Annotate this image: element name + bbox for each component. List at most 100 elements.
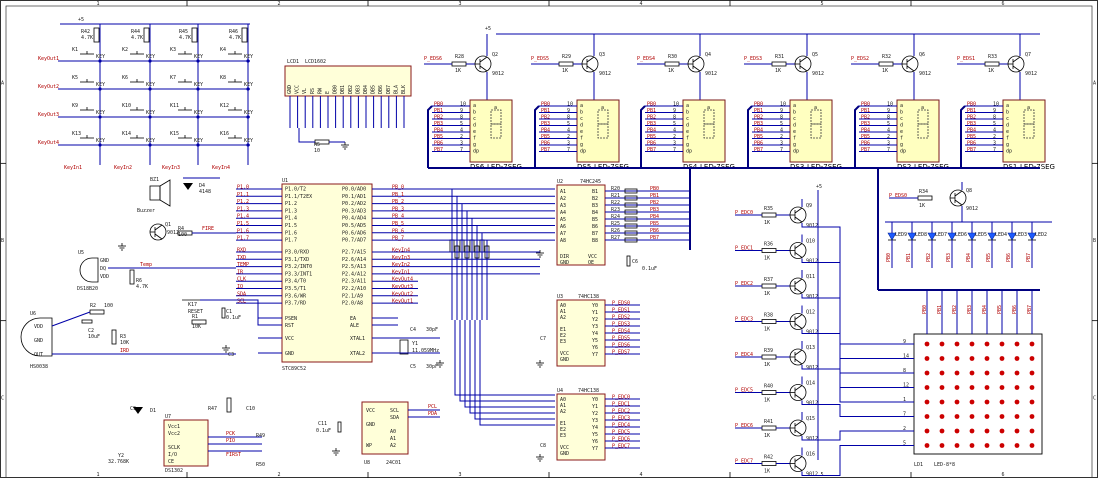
mcu-pin-name: P0.6/AD6 xyxy=(342,230,366,236)
segment-pin-number: 4 xyxy=(460,128,463,134)
transistor-collector xyxy=(794,216,803,223)
mcu-pin-name: P0.1/AD1 xyxy=(342,194,366,200)
resistor-ref: R44 xyxy=(131,29,140,35)
net-label: KeyOut1 xyxy=(392,299,413,305)
mcu-pin-name: XTAL2 xyxy=(350,351,365,357)
segment-net-label: PB6 xyxy=(434,141,443,147)
diode-icon xyxy=(183,183,193,190)
pullup-resistor xyxy=(241,27,248,43)
led-ref: LED2 xyxy=(1035,232,1047,238)
net-label: P_EDC6 xyxy=(612,437,630,443)
segment-net-label: PB3 xyxy=(434,121,443,127)
segment-net-label: PB3 xyxy=(541,121,550,127)
segment-pin-name: b xyxy=(900,110,903,116)
net-label: KeyIn2 xyxy=(114,165,132,171)
transistor-ref: Q10 xyxy=(806,239,815,245)
decoder-ref: U4 xyxy=(557,388,563,394)
buzzer-horn-icon xyxy=(159,179,171,207)
segment-pin-name: c xyxy=(900,116,903,122)
matrix-row-wire xyxy=(801,445,914,476)
border-row-label: A xyxy=(1,81,4,87)
matrix-base-resistor xyxy=(761,283,777,289)
segment-net-label: PB0 xyxy=(861,102,870,108)
matrix-led-dot xyxy=(924,443,930,448)
segment-pin-name: f xyxy=(1006,136,1009,142)
resistor-value: 1K xyxy=(668,68,674,74)
net-label: CLK xyxy=(237,277,246,283)
digit-base-resistor xyxy=(878,61,894,67)
segment-pin-number: 10 xyxy=(993,102,999,108)
segment-pin-number: 3 xyxy=(673,141,676,147)
segment-pin-name: g xyxy=(686,142,689,148)
net-label: P_EDC2 xyxy=(612,409,630,415)
junction xyxy=(246,115,250,119)
net-label: KeyIn3 xyxy=(162,165,180,171)
buzzer-icon xyxy=(149,185,161,201)
decoder-body xyxy=(556,393,606,461)
matrix-led-dot xyxy=(924,385,930,390)
key-ref: K9 xyxy=(72,103,78,109)
border-row-label: A xyxy=(1093,81,1096,87)
digit-base-resistor xyxy=(664,61,680,67)
net-label: PB_0 xyxy=(392,185,404,191)
led-net-label: PB0 xyxy=(886,253,892,262)
transistor-emitter xyxy=(479,56,488,63)
ground-symbol xyxy=(118,243,126,251)
transistor-ref: Q14 xyxy=(806,381,815,387)
segment-net-label: PB2 xyxy=(434,115,443,121)
transistor-ref: Q9 xyxy=(806,203,812,209)
resistor-ref: R36 xyxy=(764,242,773,248)
decoder-out-pin: Y3 xyxy=(592,324,598,330)
matrix-led-dot xyxy=(999,443,1005,448)
digit-segment-bottom xyxy=(1023,123,1035,139)
digit-transistor xyxy=(901,55,919,73)
segment-net-label: PB1 xyxy=(541,108,550,114)
matrix-led-dot xyxy=(969,370,975,376)
segment-pin-name: c xyxy=(686,116,689,122)
diode-ref: D1 xyxy=(150,408,156,414)
segment-pin-number: 9 xyxy=(887,108,890,114)
mcu-ref: U1 xyxy=(282,178,288,184)
lcd-vl-wire xyxy=(298,128,315,143)
decoder-pin: VCC xyxy=(560,445,569,451)
resistor-ref: R32 xyxy=(882,54,891,60)
transistor-part: 9012 xyxy=(806,472,818,478)
segment-pin-name: g xyxy=(473,142,476,148)
key-label: KEY xyxy=(244,138,253,144)
eeprom-pin: VCC xyxy=(366,408,375,414)
junction xyxy=(246,59,250,63)
u2-ctrl: DIR xyxy=(560,254,570,260)
address-line xyxy=(469,320,555,414)
matrix-led-dot xyxy=(924,341,930,347)
mcu-pin-name: EA xyxy=(350,316,356,322)
segment-pin-name: g xyxy=(580,142,583,148)
net-label: P_EDS1 xyxy=(957,56,975,62)
net-label: TEMP xyxy=(237,262,249,268)
segment-net-label: PB5 xyxy=(541,134,550,140)
matrix-base-resistor xyxy=(761,319,777,324)
resistor-value: 1K xyxy=(764,291,770,297)
cap-ref: C11 xyxy=(318,421,327,427)
decoder-part: 74HC138 xyxy=(578,388,599,394)
crystal-value: 11.059MHz xyxy=(412,348,439,354)
resistor-ref: R33 xyxy=(988,54,997,60)
rtc-pin: Vcc1 xyxy=(168,424,180,430)
u2-pin-b: B7 xyxy=(592,231,598,237)
segment-net-label: PB3 xyxy=(967,121,976,127)
led-ref: LED3 xyxy=(1015,232,1027,238)
matrix-row-wire xyxy=(801,258,914,359)
segment-mark: a xyxy=(1027,105,1030,111)
key-ref: K6 xyxy=(122,75,128,81)
transistor-collector xyxy=(794,429,803,436)
eeprom-pin: SCL xyxy=(390,408,399,414)
net-label: PB_5 xyxy=(392,221,404,227)
decoder-pin: GND xyxy=(560,451,569,457)
matrix-led-dot xyxy=(984,385,990,390)
sensor-pin: VDD xyxy=(100,274,109,280)
eeprom-ref: U8 xyxy=(364,460,370,466)
segment-pin-number: 7 xyxy=(460,147,463,153)
net-label: PB6 xyxy=(650,228,659,234)
segment-net-label: PB0 xyxy=(754,102,763,108)
cap-ref: C7 xyxy=(540,336,546,342)
